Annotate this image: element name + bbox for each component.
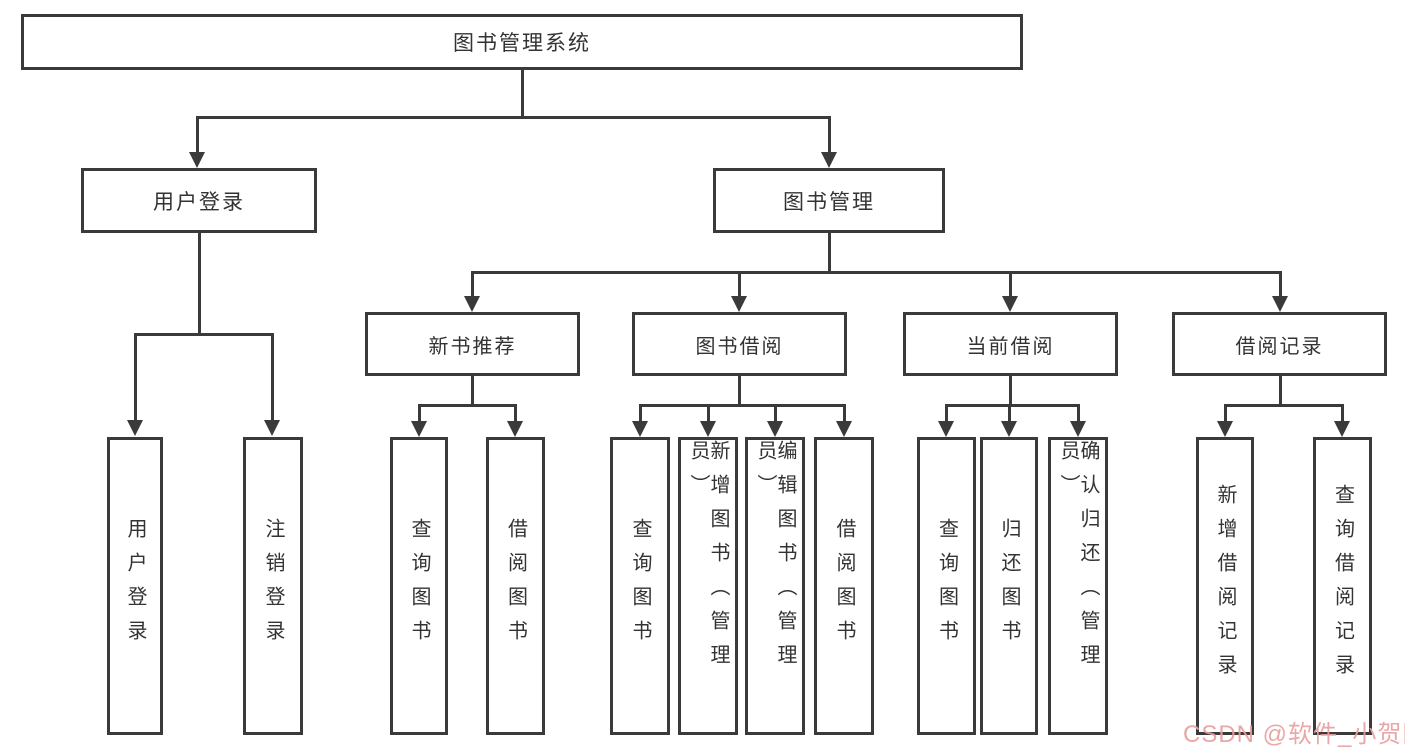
connector-to-new-book (471, 271, 474, 298)
arrow-down-icon (632, 421, 648, 437)
node-leaf-logout-label: 注销登录 (262, 518, 284, 654)
connector-to-leaf (707, 404, 710, 424)
arrow-down-icon (264, 420, 280, 436)
arrow-down-icon (1002, 296, 1018, 312)
arrow-down-icon (1001, 421, 1017, 437)
node-book-borrowing: 图书借阅 (632, 312, 847, 376)
node-leaf-logout: 注销登录 (243, 437, 303, 735)
node-leaf-add-books-admin-label: 新增图书（管理员） (687, 440, 729, 678)
node-leaf-query-books-recommend-label: 查询图书 (408, 518, 430, 654)
connector-book-management-trunk (828, 233, 831, 274)
connector-current-borrowing-split (945, 404, 1080, 407)
arrow-down-icon (836, 421, 852, 437)
node-book-management-label: 图书管理 (783, 190, 875, 214)
node-leaf-edit-books-admin-label: 编辑图书（管理员） (754, 440, 796, 678)
arrow-down-icon (411, 421, 427, 437)
node-current-borrowing-label: 当前借阅 (966, 335, 1055, 358)
arrow-down-icon (1070, 421, 1086, 437)
connector-to-leaf (843, 404, 846, 424)
connector-root-trunk (521, 70, 524, 118)
node-library-system-label: 图书管理系统 (453, 32, 591, 55)
connector-to-borrowing-records (1279, 271, 1282, 298)
node-book-borrowing-label: 图书借阅 (695, 335, 784, 358)
connector-borrowing-records-trunk (1279, 376, 1282, 406)
node-borrowing-records: 借阅记录 (1172, 312, 1387, 376)
connector-book-borrowing-split (639, 404, 846, 407)
connector-to-book-borrowing (738, 271, 741, 298)
node-library-system: 图书管理系统 (21, 14, 1023, 70)
node-leaf-add-borrow-record: 新增借阅记录 (1196, 437, 1254, 735)
arrow-down-icon (507, 421, 523, 437)
connector-to-leaf (945, 404, 948, 424)
connector-to-leaf (639, 404, 642, 424)
node-leaf-borrow-books: 借阅图书 (814, 437, 874, 735)
arrow-down-icon (767, 421, 783, 437)
connector-current-borrowing-trunk (1009, 376, 1012, 406)
connector-to-current-borrowing (1009, 271, 1012, 298)
node-leaf-user-login: 用户登录 (107, 437, 163, 735)
node-user-login: 用户登录 (81, 168, 317, 233)
node-leaf-confirm-return-admin: 确认归还（管理员） (1048, 437, 1108, 735)
arrow-down-icon (464, 296, 480, 312)
node-leaf-query-borrow-record-label: 查询借阅记录 (1331, 484, 1354, 688)
node-new-book-recommend: 新书推荐 (365, 312, 580, 376)
connector-user-login-trunk (198, 233, 201, 336)
node-leaf-query-books-current-label: 查询图书 (935, 518, 958, 654)
connector-new-book-trunk (471, 376, 474, 406)
node-borrowing-records-label: 借阅记录 (1235, 335, 1324, 358)
connector-to-leaf (1341, 404, 1344, 424)
connector-to-user-login (196, 118, 199, 154)
arrow-down-icon (189, 152, 205, 168)
connector-new-book-split (418, 404, 517, 407)
arrow-down-icon (700, 421, 716, 437)
node-leaf-edit-books-admin: 编辑图书（管理员） (745, 437, 805, 735)
node-book-management: 图书管理 (713, 168, 945, 233)
connector-to-leaf (774, 404, 777, 424)
node-leaf-user-login-label: 用户登录 (124, 518, 146, 654)
node-leaf-query-books-recommend: 查询图书 (390, 437, 448, 735)
connector-to-leaf (418, 404, 421, 424)
node-user-login-label: 用户登录 (153, 190, 245, 214)
connector-book-management-split (471, 271, 1281, 274)
arrow-down-icon (1272, 296, 1288, 312)
node-leaf-return-books-label: 归还图书 (998, 518, 1020, 654)
connector-to-leaf (1008, 404, 1011, 424)
node-leaf-query-borrow-record: 查询借阅记录 (1313, 437, 1372, 735)
arrow-down-icon (821, 152, 837, 168)
arrow-down-icon (127, 420, 143, 436)
connector-to-leaf (1224, 404, 1227, 424)
node-leaf-borrow-books-label: 借阅图书 (833, 518, 855, 654)
node-leaf-add-books-admin: 新增图书（管理员） (678, 437, 738, 735)
connector-to-book-management (828, 118, 831, 154)
connector-book-borrowing-trunk (738, 376, 741, 406)
node-new-book-recommend-label: 新书推荐 (428, 335, 517, 358)
arrow-down-icon (1217, 421, 1233, 437)
arrow-down-icon (731, 296, 747, 312)
node-current-borrowing: 当前借阅 (903, 312, 1118, 376)
connector-user-login-split (134, 333, 274, 336)
watermark-text: CSDN @软件_小贺同学 (1183, 721, 1405, 747)
node-leaf-add-borrow-record-label: 新增借阅记录 (1214, 484, 1236, 688)
node-leaf-borrow-books-recommend: 借阅图书 (486, 437, 545, 735)
connector-to-leaf (134, 333, 137, 421)
connector-borrowing-records-split (1224, 404, 1344, 407)
arrow-down-icon (938, 421, 954, 437)
connector-to-leaf (271, 333, 274, 421)
connector-to-leaf (1077, 404, 1080, 424)
node-leaf-query-books-borrowing-label: 查询图书 (629, 518, 651, 654)
node-leaf-query-books-borrowing: 查询图书 (610, 437, 670, 735)
node-leaf-borrow-books-recommend-label: 借阅图书 (504, 518, 527, 654)
node-leaf-confirm-return-admin-label: 确认归还（管理员） (1057, 440, 1099, 678)
connector-root-split (196, 116, 831, 119)
connector-to-leaf (514, 404, 517, 424)
node-leaf-query-books-current: 查询图书 (917, 437, 976, 735)
node-leaf-return-books: 归还图书 (980, 437, 1038, 735)
arrow-down-icon (1334, 421, 1350, 437)
